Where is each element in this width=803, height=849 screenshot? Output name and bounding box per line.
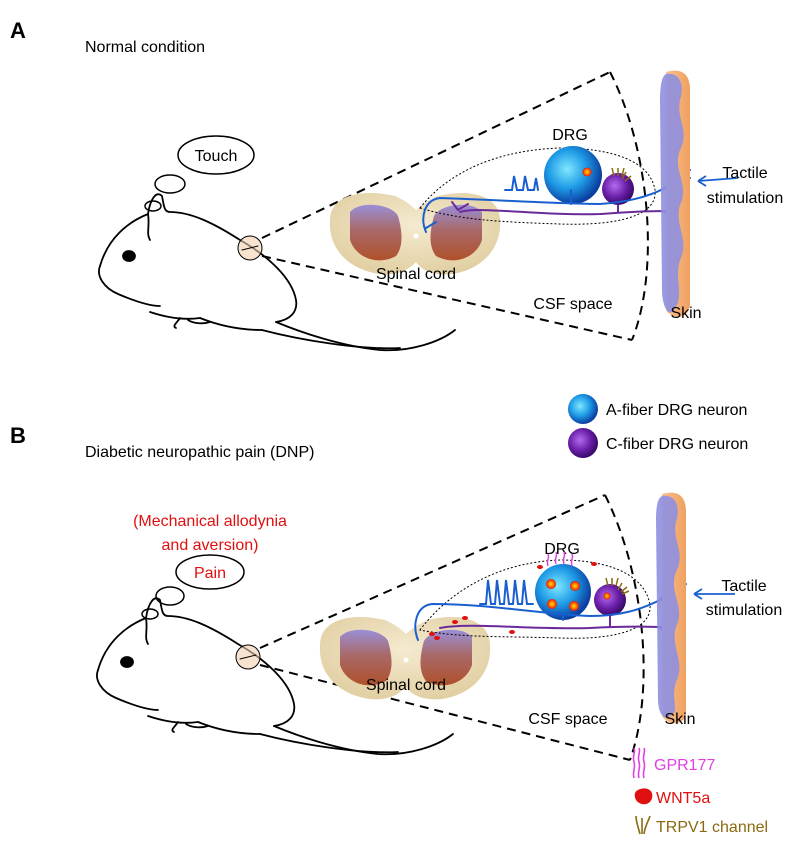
panel-b-letter: B [10,423,26,448]
tactile-stimulation-b: Tactile stimulation [693,578,782,619]
c-fiber-legend-icon [568,428,598,458]
panel-a-letter: A [10,18,26,43]
legend-a-fiber-label: A-fiber DRG neuron [606,402,747,419]
zoom-cone-b [259,494,645,761]
drg-region-a: DRG [419,127,656,225]
csf-space-label-b: CSF space [528,711,607,728]
csf-space-label-a: CSF space [533,296,612,313]
tactile-label-a-2: stimulation [707,190,783,207]
spinal-cord-a: Spinal cord [329,193,501,283]
skin-label-a: Skin [670,305,701,322]
legend-wnt5a-label: WNT5a [656,790,710,807]
drg-region-b: DRG [419,541,651,639]
drg-label-b: DRG [544,541,580,558]
mouse-illustration-b [96,597,454,756]
spinal-cord-b: Spinal cord [319,617,491,700]
skin-a: Skin [660,70,702,322]
mouse-illustration-a [98,193,456,352]
legend-gpr177-label: GPR177 [654,757,715,774]
wnt5a-blob-icon [634,788,653,805]
molecule-legend: GPR177 WNT5a TRPV1 channel [632,747,768,836]
tactile-label-a-1: Tactile [722,165,767,182]
neuron-legend: A-fiber DRG neuron C-fiber DRG neuron [568,394,748,458]
spinal-cord-label-b: Spinal cord [366,677,446,694]
thought-bubble-a: Touch [144,135,255,212]
tactile-label-b-2: stimulation [706,602,782,619]
panel-b-title: Diabetic neuropathic pain (DNP) [85,444,314,461]
gpr177-receptor-icon [632,747,646,779]
c-fiber-neuron-b [594,584,626,616]
panel-a: A Normal condition Touch [10,18,783,352]
thought-bubble-b: Pain [141,554,245,620]
spinal-cord-label-a: Spinal cord [376,266,456,283]
legend-c-fiber-label: C-fiber DRG neuron [606,436,748,453]
skin-b: Skin [656,492,696,728]
symptom-line-1: (Mechanical allodynia [133,513,287,530]
panel-a-title: Normal condition [85,39,205,56]
bubble-touch-text: Touch [195,148,238,165]
a-fiber-legend-icon [568,394,598,424]
symptom-line-2: and aversion) [162,537,259,554]
tactile-stimulation-a: Tactile stimulation [697,165,783,207]
drg-label-a: DRG [552,127,588,144]
skin-label-b: Skin [664,711,695,728]
legend-trpv1-label: TRPV1 channel [656,819,768,836]
zoom-cone-a [261,71,649,341]
tactile-label-b-1: Tactile [721,578,766,595]
trpv1-channel-icon [635,815,651,835]
wnt5a-dots-b [429,616,515,640]
a-fiber-neuron-a [544,146,602,204]
panel-b: B Diabetic neuropathic pain (DNP) (Mecha… [10,423,782,761]
bubble-pain-text: Pain [194,565,226,582]
